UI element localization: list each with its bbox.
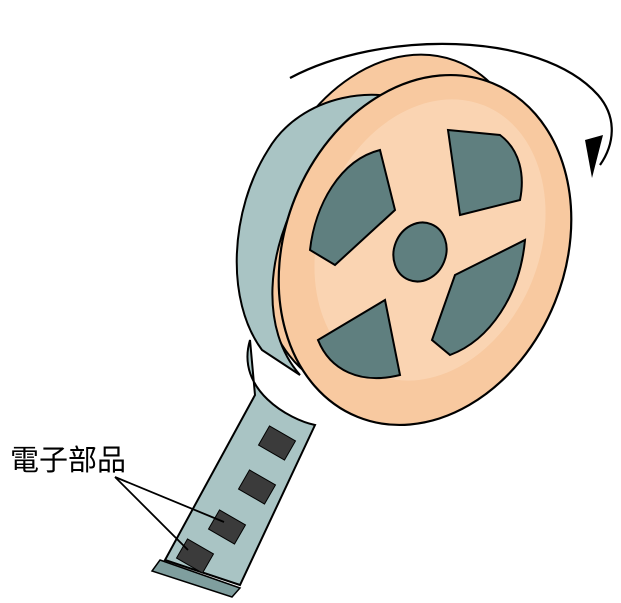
leader-line (114, 476, 225, 523)
reel-window (430, 238, 527, 357)
reel-window (446, 128, 523, 217)
rotation-arrow-icon (289, 42, 613, 178)
component-pocket (257, 425, 297, 461)
reel-hub (392, 221, 448, 283)
reel-window (316, 298, 402, 380)
leader-line (114, 476, 189, 551)
component-label-group: 電子部品 (10, 443, 225, 551)
component-label: 電子部品 (10, 443, 126, 477)
reel-front-flange (277, 73, 573, 427)
carrier-tape (150, 339, 317, 598)
reel-window (308, 148, 397, 267)
component-pocket (237, 469, 277, 505)
